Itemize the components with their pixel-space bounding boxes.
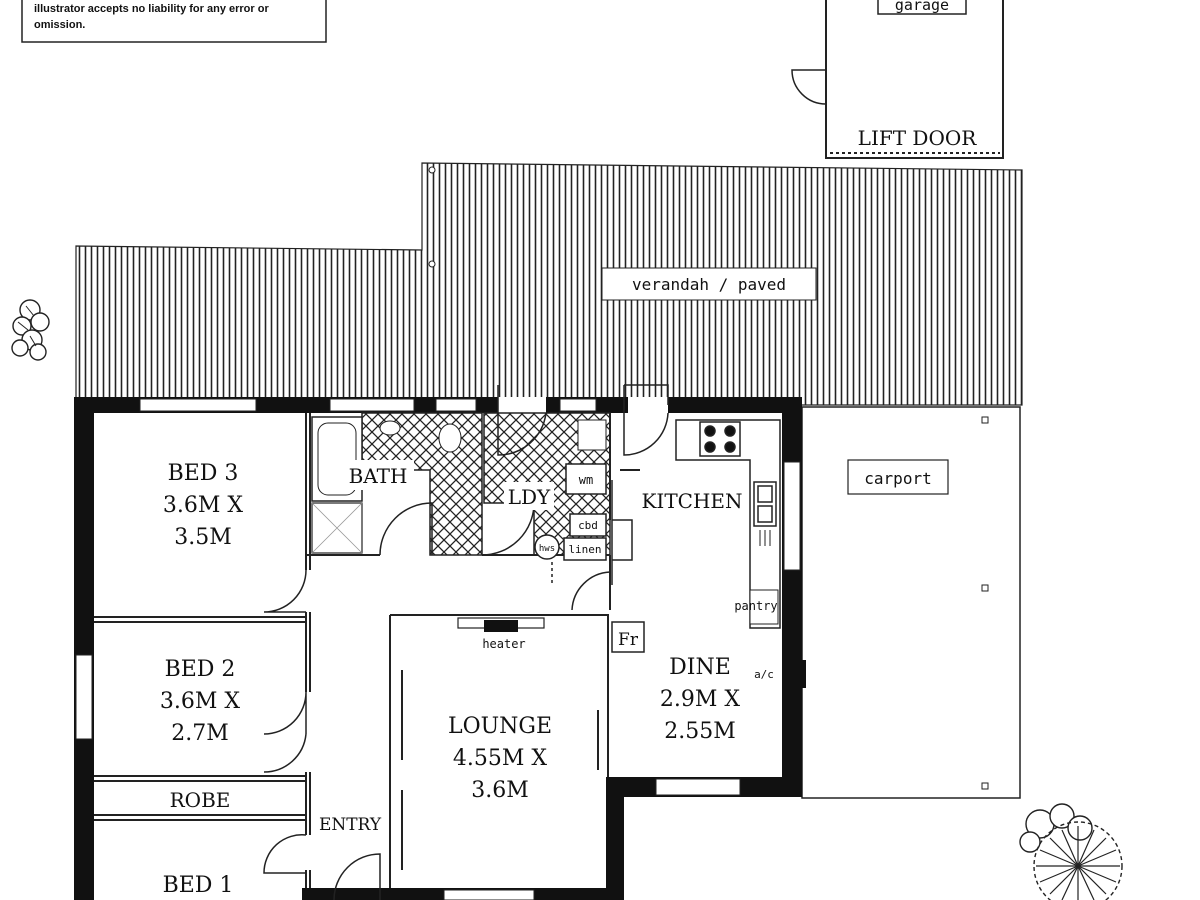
room-dims-bed3-1: 3.6M X xyxy=(163,493,244,518)
shrub-icon xyxy=(11,299,50,361)
fixture-wm: wm xyxy=(579,473,593,487)
kitchen-sink xyxy=(753,481,777,527)
cupboard xyxy=(569,513,607,537)
room-labels: BED 3 3.6M X 3.5M BED 2 3.6M X 2.7M ROBE… xyxy=(160,461,741,898)
room-dims-bed2-1: 3.6M X xyxy=(160,689,241,714)
garage-side-door xyxy=(791,69,827,105)
pantry xyxy=(749,589,779,625)
room-label-lounge: LOUNGE xyxy=(448,714,552,739)
wall-openings xyxy=(75,397,801,900)
garage-label: garage xyxy=(895,0,949,14)
fixture-pantry: pantry xyxy=(734,599,777,613)
toilet xyxy=(438,423,462,453)
carport-label: carport xyxy=(864,469,931,488)
tree-icon xyxy=(1019,803,1123,900)
room-dims-dine-2: 2.55M xyxy=(664,719,736,744)
room-dims-bed3-2: 3.5M xyxy=(174,525,232,550)
fixture-fridge: Fr xyxy=(618,630,639,650)
verandah: verandah / paved xyxy=(75,162,1023,406)
washing-machine xyxy=(565,463,607,495)
air-conditioner xyxy=(786,660,806,688)
kitchen xyxy=(611,419,781,629)
disclaimer-line-2: omission. xyxy=(34,19,85,31)
room-label-kitchen: KITCHEN xyxy=(641,489,742,513)
room-dims-lounge-1: 4.55M X xyxy=(453,746,548,771)
room-label-bed1: BED 1 xyxy=(163,873,234,898)
room-label-robe: ROBE xyxy=(170,788,231,812)
carport: carport xyxy=(801,406,1021,799)
room-label-bath: BATH xyxy=(349,464,408,488)
lounge-windows xyxy=(401,670,599,870)
linen-cupboard xyxy=(563,537,607,561)
laundry-tub xyxy=(577,419,607,451)
room-dims-bed2-2: 2.7M xyxy=(171,721,229,746)
garage: garage LIFT DOOR xyxy=(791,0,1004,159)
room-label-laundry: LDY xyxy=(508,485,551,509)
room-label-dine: DINE xyxy=(669,655,731,680)
disclaimer-box: illustrator accepts no liability for any… xyxy=(21,0,327,43)
garage-door-label: LIFT DOOR xyxy=(858,126,978,150)
room-label-bed2: BED 2 xyxy=(165,657,236,682)
fixture-cbd: cbd xyxy=(578,519,598,532)
fixture-heater: heater xyxy=(482,637,525,651)
verandah-label: verandah / paved xyxy=(632,275,786,294)
room-label-bed3: BED 3 xyxy=(168,461,239,486)
room-dims-dine-1: 2.9M X xyxy=(660,687,741,712)
heater xyxy=(484,620,518,632)
laundry: LDY wm cbd linen hws xyxy=(483,412,611,586)
basin xyxy=(379,420,401,436)
hot-water-system xyxy=(534,534,560,560)
disclaimer-line-1: illustrator accepts no liability for any… xyxy=(34,3,269,15)
fixture-ac: a/c xyxy=(754,668,774,681)
room-label-entry: ENTRY xyxy=(319,815,382,835)
room-dims-lounge-2: 3.6M xyxy=(471,778,529,803)
fixture-hws: hws xyxy=(539,544,555,554)
bathroom: BATH xyxy=(311,412,483,556)
fridge xyxy=(611,621,645,653)
fixture-linen: linen xyxy=(568,543,601,556)
